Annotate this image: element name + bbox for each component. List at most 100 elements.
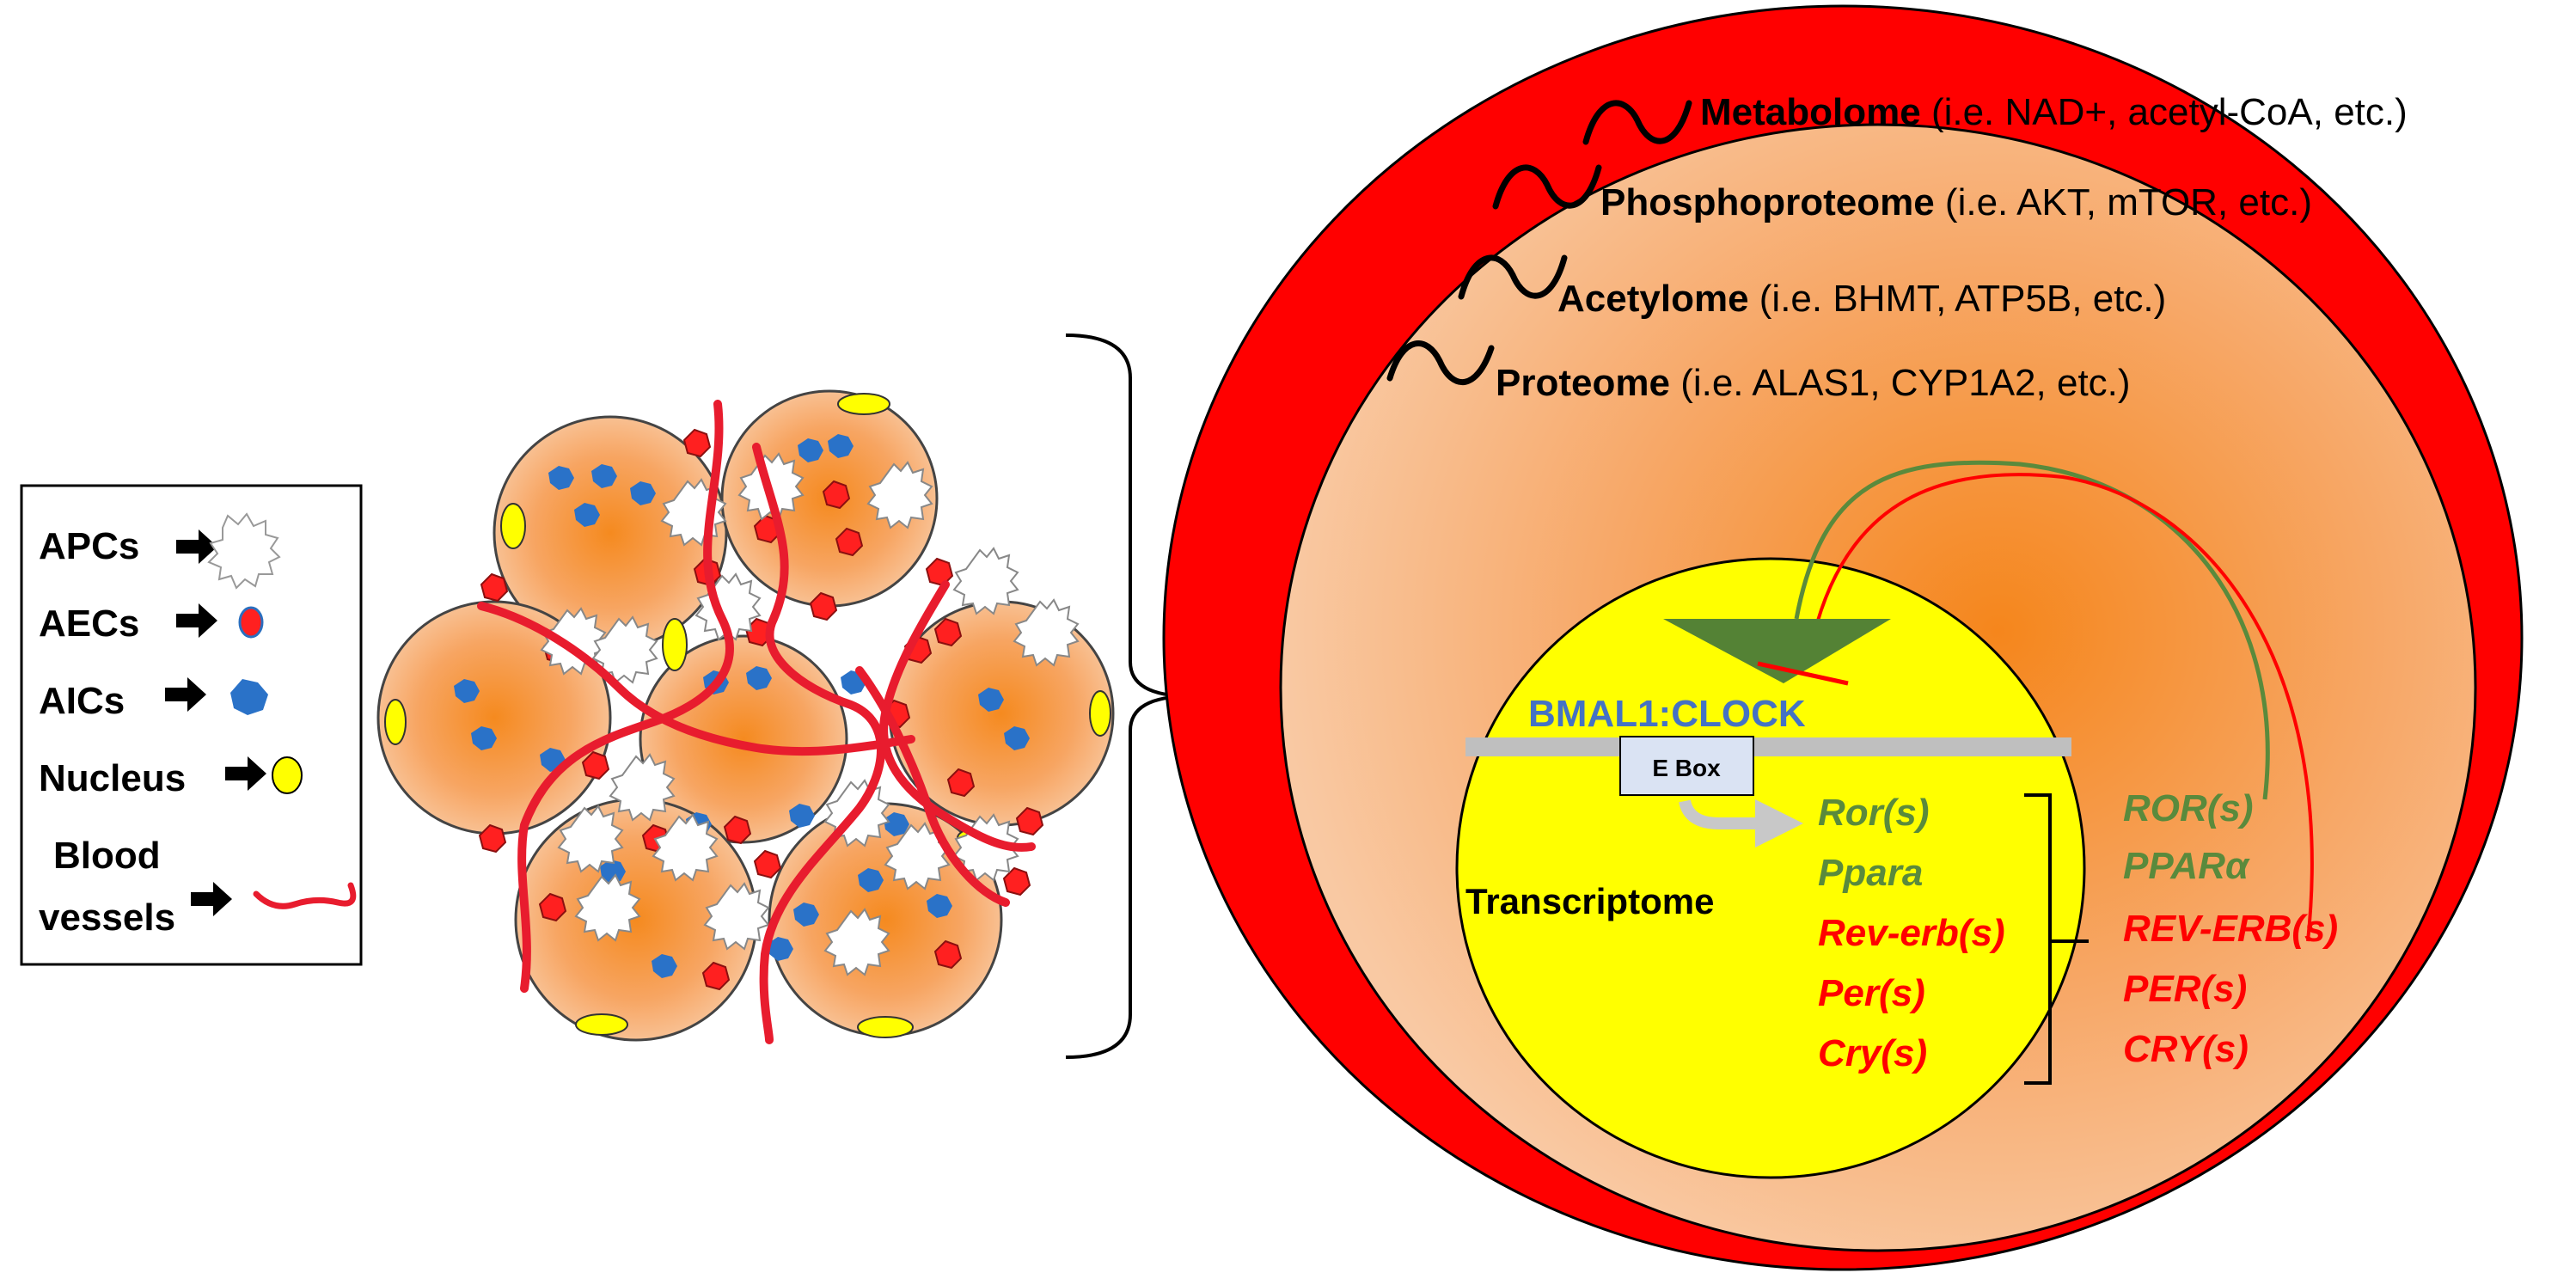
- protein-rev-erb: REV-ERB(s): [2123, 908, 2338, 950]
- nucleus-icon: [837, 393, 890, 415]
- legend-label-vessels: vessels: [39, 896, 175, 939]
- ebox: [1619, 736, 1754, 796]
- apc-icon: [591, 615, 658, 684]
- layer-proteome: Proteome (i.e. ALAS1, CYP1A2, etc.): [1496, 362, 2131, 404]
- aec-icon: [1002, 866, 1031, 896]
- apc-icon: [557, 805, 624, 873]
- legend-box: [20, 484, 363, 966]
- aic-icon: [230, 679, 268, 715]
- aic-group: [454, 434, 1030, 978]
- aic-icon: [978, 688, 1004, 712]
- aic-icon: [768, 937, 793, 961]
- transcriptome-label: Transcriptome: [1465, 881, 1714, 921]
- nucleus-icon: [575, 1013, 628, 1036]
- layer-phosphoproteome: Phosphoproteome (i.e. AKT, mTOR, etc.): [1600, 181, 2312, 223]
- aec-icon: [809, 591, 838, 621]
- legend: APCs AECs AICs Nucleus Blood vessels: [20, 484, 363, 966]
- repression-feedback-arc: [1812, 473, 2314, 942]
- blood-vessel-group: [477, 400, 1036, 1044]
- gene-rev-erb: Rev-erb(s): [1818, 912, 2005, 954]
- gene-per: Per(s): [1818, 972, 1925, 1014]
- layer-metabolome: Metabolome (i.e. NAD+, acetyl-CoA, etc.): [1700, 91, 2408, 133]
- aec-icon: [835, 527, 864, 557]
- legend-label-nucleus: Nucleus: [39, 757, 186, 799]
- protein-cry: CRY(s): [2123, 1028, 2249, 1070]
- legend-label-blood: Blood: [53, 835, 161, 877]
- nucleus-icon: [500, 503, 526, 549]
- aec-icon: [701, 961, 731, 991]
- arrow-icon: [176, 603, 217, 638]
- aec-icon: [925, 557, 954, 587]
- legend-label-aics: AICs: [39, 680, 125, 722]
- oscillation-wave-icon: [1492, 164, 1602, 210]
- oscillation-wave-icon: [1458, 254, 1568, 300]
- aec-icon: [581, 750, 610, 780]
- blood-vessel-icon: [855, 666, 1010, 907]
- oscillation-wave-icon: [1386, 340, 1495, 386]
- legend-label-apcs: APCs: [39, 525, 139, 567]
- apc-icon: [1013, 598, 1080, 667]
- nucleus-icon: [272, 756, 303, 794]
- aec-icon: [933, 939, 963, 970]
- nucleus-icon: [662, 618, 688, 671]
- aic-icon: [793, 903, 819, 927]
- aec-group: [478, 428, 1044, 991]
- aic-icon: [1004, 726, 1030, 750]
- activation-feedback-arc: [1794, 460, 2270, 800]
- hepatocyte: [639, 634, 848, 844]
- nucleus-icon: [1089, 690, 1111, 737]
- aec-icon: [478, 823, 507, 854]
- activation-arrowhead: [1663, 619, 1891, 683]
- aec-icon: [753, 849, 782, 879]
- aec-icon: [946, 768, 976, 798]
- arrow-icon: [165, 677, 206, 712]
- aic-icon: [652, 954, 677, 978]
- apc-icon: [823, 908, 890, 976]
- arrow-icon: [191, 882, 232, 916]
- ebox-label: E Box: [1652, 755, 1721, 781]
- aic-icon: [630, 481, 656, 505]
- apc-icon: [574, 873, 641, 942]
- arrow-icon: [225, 756, 266, 791]
- blood-vessel-icon: [517, 400, 734, 993]
- translation-bracket: [2024, 793, 2089, 1085]
- blood-vessel-icon: [253, 882, 357, 909]
- gene-ror: Ror(s): [1818, 792, 1930, 834]
- nucleus-icon: [857, 1016, 914, 1038]
- aec-icon: [822, 480, 851, 510]
- aic-icon: [828, 434, 854, 458]
- hepatocyte-cluster: [376, 389, 1115, 1044]
- legend-label-aecs: AECs: [39, 603, 139, 645]
- aec-icon: [682, 428, 712, 458]
- aic-icon: [548, 466, 574, 490]
- apc-icon: [866, 461, 933, 529]
- omics-layers: Metabolome (i.e. NAD+, acetyl-CoA, etc.)…: [1386, 91, 2408, 404]
- arrow-icon: [176, 529, 217, 564]
- gene-ppara: Ppara: [1818, 852, 1923, 894]
- aic-icon: [789, 804, 815, 828]
- gene-cry: Cry(s): [1818, 1032, 1927, 1074]
- aec-icon: [933, 617, 963, 647]
- bmal1-clock-label: BMAL1:CLOCK: [1528, 693, 1806, 735]
- blood-vessel-icon: [879, 580, 1036, 852]
- zoomed-hepatocyte: Metabolome (i.e. NAD+, acetyl-CoA, etc.)…: [1162, 4, 2524, 1271]
- aic-icon: [600, 860, 626, 884]
- nucleus-icon: [384, 699, 407, 745]
- oscillation-wave-icon: [1582, 100, 1692, 145]
- aec-icon: [1015, 806, 1044, 836]
- aec-icon: [723, 815, 752, 845]
- protein-per: PER(s): [2123, 968, 2247, 1010]
- aec-icon: [238, 606, 264, 639]
- apc-icon: [703, 882, 770, 951]
- apc-icon: [609, 753, 676, 822]
- transcription-arrow-icon: [1679, 799, 1803, 847]
- dna-strand: [1465, 737, 2071, 756]
- apc-icon: [652, 813, 719, 882]
- protein-ror: ROR(s): [2123, 787, 2254, 829]
- aic-icon: [454, 679, 480, 703]
- repression-bar: [1757, 661, 1849, 686]
- layer-acetylome: Acetylome (i.e. BHMT, ATP5B, etc.): [1557, 278, 2166, 320]
- aic-icon: [471, 726, 497, 750]
- blood-vessel-icon: [477, 602, 915, 756]
